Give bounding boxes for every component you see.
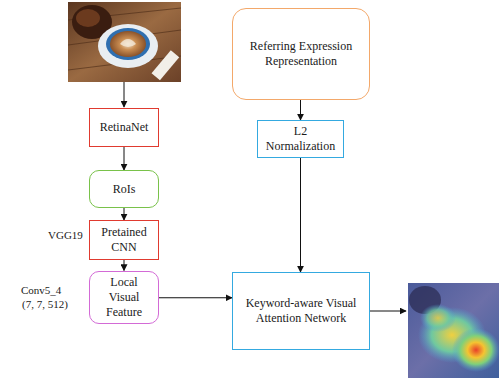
node-text: Keyword-aware Visual Attention Network (243, 296, 359, 326)
model-label: VGG19 (48, 229, 83, 241)
process-box: Pretained CNN (89, 220, 159, 260)
process-box: L2 Normalization (257, 120, 344, 158)
node-text: Local Visual Feature (94, 275, 154, 320)
output-arrow (370, 311, 406, 312)
dimension-label: (7, 7, 512) (22, 298, 68, 310)
node-text: Pretained CNN (94, 225, 154, 255)
network-box: Keyword-aware Visual Attention Network (232, 272, 370, 350)
node-text: L2 Normalization (262, 124, 339, 154)
node-text: RetinaNet (94, 120, 154, 135)
coffee-photo (68, 2, 181, 82)
feature-box: Local Visual Feature (89, 271, 159, 324)
flow-arrow (124, 208, 125, 220)
input-box: Referring Expression Representation (232, 8, 370, 100)
process-box: RetinaNet (89, 108, 159, 147)
node-text: RoIs (94, 182, 154, 197)
flow-arrow (124, 260, 125, 271)
layer-label: Conv5_4 (21, 284, 61, 296)
flow-arrow (300, 100, 301, 120)
flow-arrow (159, 297, 232, 298)
flow-arrow (300, 158, 301, 272)
data-box: RoIs (89, 170, 159, 208)
attention-heatmap (408, 283, 499, 378)
flow-arrow (124, 147, 125, 170)
image-input-arrow (124, 82, 125, 107)
node-text: Referring Expression Representation (245, 39, 357, 69)
